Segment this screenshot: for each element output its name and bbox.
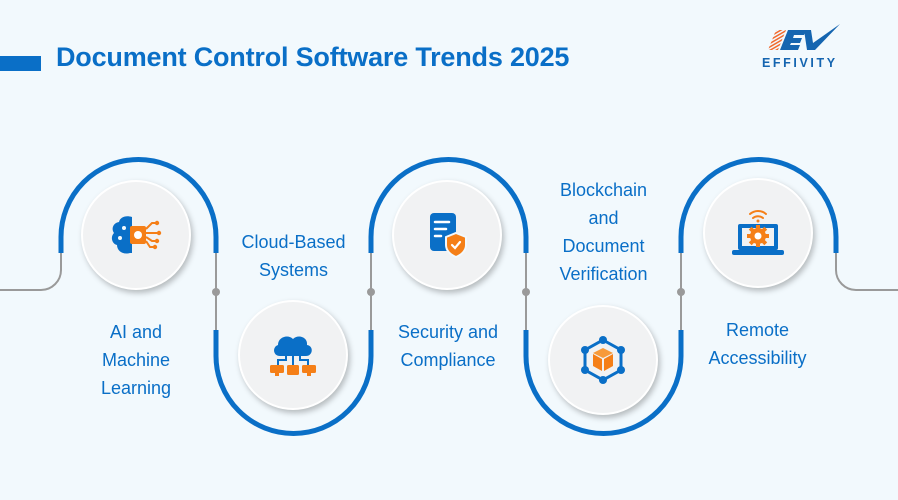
trend-label-remote: Remote Accessibility (690, 316, 825, 372)
laptop-gear-wifi-icon (732, 210, 784, 255)
trend-node-cloud (238, 300, 348, 410)
page-title: Document Control Software Trends 2025 (56, 42, 570, 72)
blockchain-cube-icon (581, 336, 625, 384)
trend-label-security: Security and Compliance (378, 318, 518, 374)
label-line: Blockchain (559, 180, 648, 200)
label-line: Accessibility (708, 348, 807, 368)
label-line: Compliance (400, 350, 496, 370)
label-line: Security and (397, 322, 499, 342)
label-line: Remote (725, 320, 790, 340)
trend-label-ai: AI and Machine Learning (86, 318, 186, 402)
label-line: Cloud-Based (241, 232, 346, 252)
trend-node-security (392, 180, 502, 290)
trend-node-remote (703, 178, 813, 288)
trend-label-blockchain: Blockchain and Document Verification (536, 176, 671, 288)
logo-wordmark: EFFIVITY (762, 56, 838, 70)
label-line: Systems (258, 260, 328, 280)
trend-label-cloud: Cloud-Based Systems (222, 228, 365, 284)
brain-chip-icon (111, 216, 162, 254)
title-accent-bar (0, 56, 41, 71)
label-line: AI and (109, 322, 163, 342)
label-line: Verification (559, 264, 648, 284)
document-shield-icon (430, 213, 467, 259)
cloud-network-icon (270, 336, 316, 376)
trend-node-blockchain (548, 305, 658, 415)
label-line: Learning (100, 378, 172, 398)
label-line: Machine (101, 350, 171, 370)
label-line: Document (562, 236, 645, 256)
trend-node-ai (81, 180, 191, 290)
label-line: and (588, 208, 619, 228)
effivity-logo-icon (768, 24, 840, 50)
